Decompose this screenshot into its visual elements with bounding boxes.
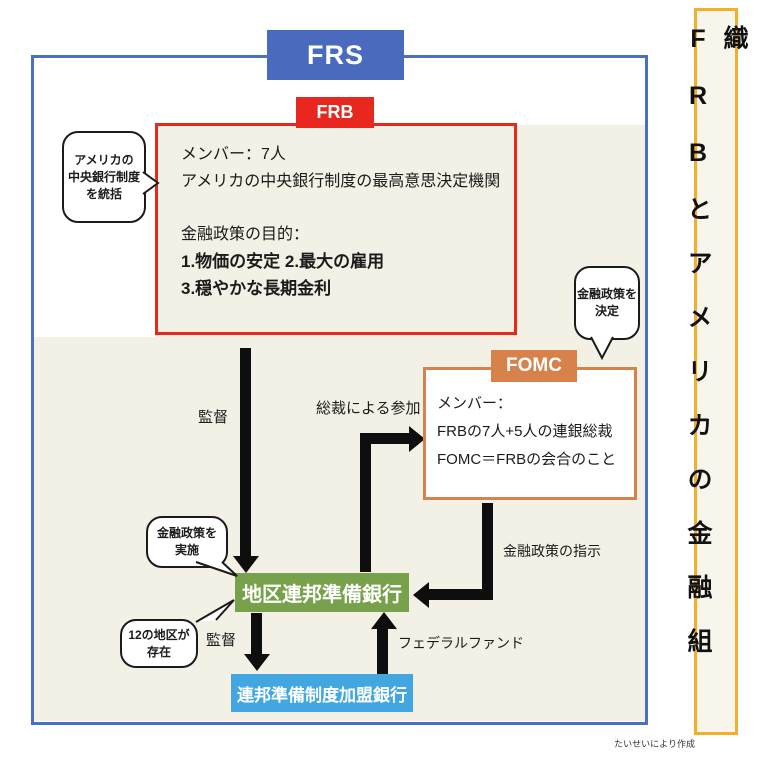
supervise-top-label: 監督 <box>198 409 229 426</box>
fomc-description-block: メンバー： FRBの7人+5人の連銀総裁 FOMC＝FRBの会合のこと <box>437 390 632 474</box>
district-bank-label: 地区連邦準備銀行 <box>242 584 402 606</box>
oversee-callout-tail <box>142 171 160 195</box>
frb-goal-line1: 1.物価の安定 2.最大の雇用 <box>181 252 385 271</box>
decide-callout-tail <box>590 336 614 361</box>
district-bank-box: 地区連邦準備銀行 <box>235 573 409 612</box>
arrow-district-to-member-head <box>244 654 270 671</box>
frb-title-label: FRB <box>316 102 354 122</box>
arrow-district-to-member <box>251 613 262 656</box>
frb-title-box: FRB <box>296 97 374 128</box>
side-title-banner: FRBとアメリカの金融組織 <box>684 8 748 735</box>
implement-callout-tail <box>195 561 238 577</box>
arrow-fomc-to-district-head <box>413 582 429 608</box>
frs-title-box: FRS <box>267 30 404 80</box>
arrow-frb-to-district <box>240 348 251 558</box>
implement-callout: 金融政策を 実施 <box>146 516 228 568</box>
member-bank-label: 連邦準備制度加盟銀行 <box>237 685 407 705</box>
arrow-member-to-district <box>377 628 388 674</box>
fomc-frame <box>423 367 637 500</box>
arrow-frb-to-district-head <box>233 556 259 573</box>
districts-callout-tail <box>195 599 235 623</box>
fomc-title-label: FOMC <box>506 355 562 376</box>
frs-title-label: FRS <box>307 39 364 70</box>
frb-description-line: アメリカの中央銀行制度の最高意思決定機関 <box>181 173 501 190</box>
arrow-district-to-fomc-horizontal <box>360 433 410 444</box>
frb-members-line: メンバー：7人 <box>181 146 286 163</box>
arrow-fomc-to-district-horizontal <box>429 589 493 600</box>
decide-callout: 金融政策を 決定 <box>574 266 640 340</box>
fomc-members-heading: メンバー： <box>437 395 513 412</box>
arrow-district-to-fomc-head <box>409 426 425 452</box>
arrow-district-to-fomc-vertical <box>360 433 371 572</box>
districts-callout: 12の地区が 存在 <box>120 619 198 668</box>
fomc-members-detail: FRBの7人+5人の連銀総裁 <box>437 423 613 440</box>
member-bank-box: 連邦準備制度加盟銀行 <box>231 674 413 712</box>
policy-instruction-label: 金融政策の指示 <box>503 543 601 559</box>
frb-description-block: メンバー：7人 アメリカの中央銀行制度の最高意思決定機関 金融政策の目的： 1.… <box>181 141 511 302</box>
frb-goal-line2: 3.穏やかな長期金利 <box>181 279 332 298</box>
participation-label: 総裁による参加 <box>316 400 421 417</box>
oversee-callout: アメリカの 中央銀行制度 を統括 <box>62 131 146 223</box>
credit-text: たいせいにより作成 <box>614 739 695 749</box>
fomc-definition: FOMC＝FRBの会合のこと <box>437 451 617 468</box>
arrow-fomc-to-district-vertical <box>482 503 493 600</box>
frb-goal-heading: 金融政策の目的： <box>181 226 310 243</box>
fomc-title-box: FOMC <box>491 350 577 382</box>
federal-funds-label: フェデラルファンド <box>398 635 524 651</box>
side-title-text: FRBとアメリカの金融組織 <box>684 25 748 682</box>
arrow-member-to-district-head <box>371 612 397 629</box>
supervise-bottom-label: 監督 <box>206 632 237 649</box>
